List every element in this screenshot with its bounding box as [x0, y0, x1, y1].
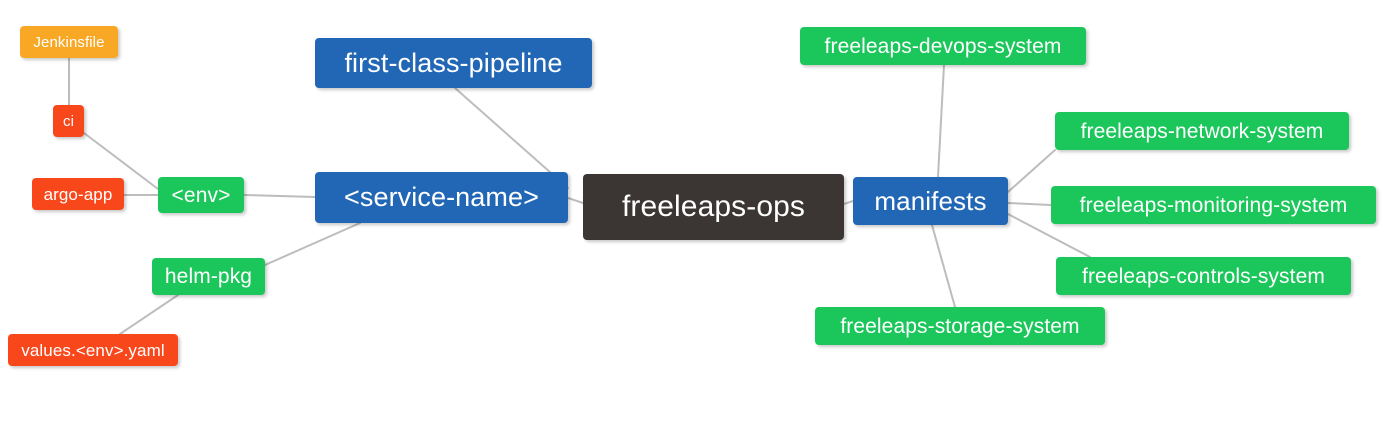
node-label-helm-pkg: helm-pkg	[164, 265, 253, 288]
node-label-freeleaps-monitoring-system: freeleaps-monitoring-system	[1079, 193, 1348, 217]
node-freeleaps-network-system[interactable]: freeleaps-network-system	[1055, 112, 1349, 150]
edge-freeleaps-ops-to-manifests	[843, 200, 854, 205]
edge-env-to-ci	[83, 132, 159, 190]
node-freeleaps-ops[interactable]: freeleaps-ops	[583, 174, 844, 240]
edge-manifests-to-freeleaps-controls-system	[1007, 213, 1091, 258]
edge-service-name-to-env	[243, 194, 316, 198]
node-freeleaps-storage-system[interactable]: freeleaps-storage-system	[815, 307, 1105, 345]
node-label-jenkinsfile: Jenkinsfile	[33, 33, 105, 51]
node-label-manifests: manifests	[874, 186, 987, 216]
node-freeleaps-monitoring-system[interactable]: freeleaps-monitoring-system	[1051, 186, 1376, 224]
edge-helm-pkg-to-values-env-yaml	[119, 294, 179, 335]
node-label-freeleaps-network-system: freeleaps-network-system	[1080, 119, 1324, 143]
edge-freeleaps-ops-to-service-name	[567, 197, 584, 204]
edge-manifests-to-freeleaps-storage-system	[931, 224, 956, 308]
node-ci[interactable]: ci	[53, 105, 84, 137]
node-label-first-class-pipeline: first-class-pipeline	[344, 47, 563, 78]
node-label-service-name: <service-name>	[344, 182, 539, 212]
node-label-freeleaps-storage-system: freeleaps-storage-system	[840, 314, 1080, 338]
node-label-values-env-yaml: values.<env>.yaml	[21, 340, 165, 360]
node-label-argo-app: argo-app	[43, 184, 113, 204]
node-freeleaps-devops-system[interactable]: freeleaps-devops-system	[800, 27, 1086, 65]
node-env[interactable]: <env>	[158, 177, 244, 213]
edge-manifests-to-freeleaps-network-system	[1007, 149, 1056, 193]
node-manifests[interactable]: manifests	[853, 177, 1008, 225]
node-jenkinsfile[interactable]: Jenkinsfile	[20, 26, 118, 58]
node-label-freeleaps-controls-system: freeleaps-controls-system	[1082, 264, 1325, 288]
node-freeleaps-controls-system[interactable]: freeleaps-controls-system	[1056, 257, 1351, 295]
node-label-env: <env>	[171, 183, 231, 207]
node-label-freeleaps-ops: freeleaps-ops	[621, 190, 806, 223]
edge-manifests-to-freeleaps-monitoring-system	[1007, 202, 1052, 206]
node-service-name[interactable]: <service-name>	[315, 172, 568, 223]
node-helm-pkg[interactable]: helm-pkg	[152, 258, 265, 295]
edge-service-name-to-first-class-pipeline	[454, 87, 569, 189]
node-first-class-pipeline[interactable]: first-class-pipeline	[315, 38, 592, 88]
node-argo-app[interactable]: argo-app	[32, 178, 124, 210]
edge-manifests-to-freeleaps-devops-system	[937, 64, 945, 178]
node-label-ci: ci	[62, 112, 75, 130]
node-label-freeleaps-devops-system: freeleaps-devops-system	[824, 34, 1062, 58]
node-values-env-yaml[interactable]: values.<env>.yaml	[8, 334, 178, 366]
edge-service-name-to-helm-pkg	[264, 222, 361, 266]
